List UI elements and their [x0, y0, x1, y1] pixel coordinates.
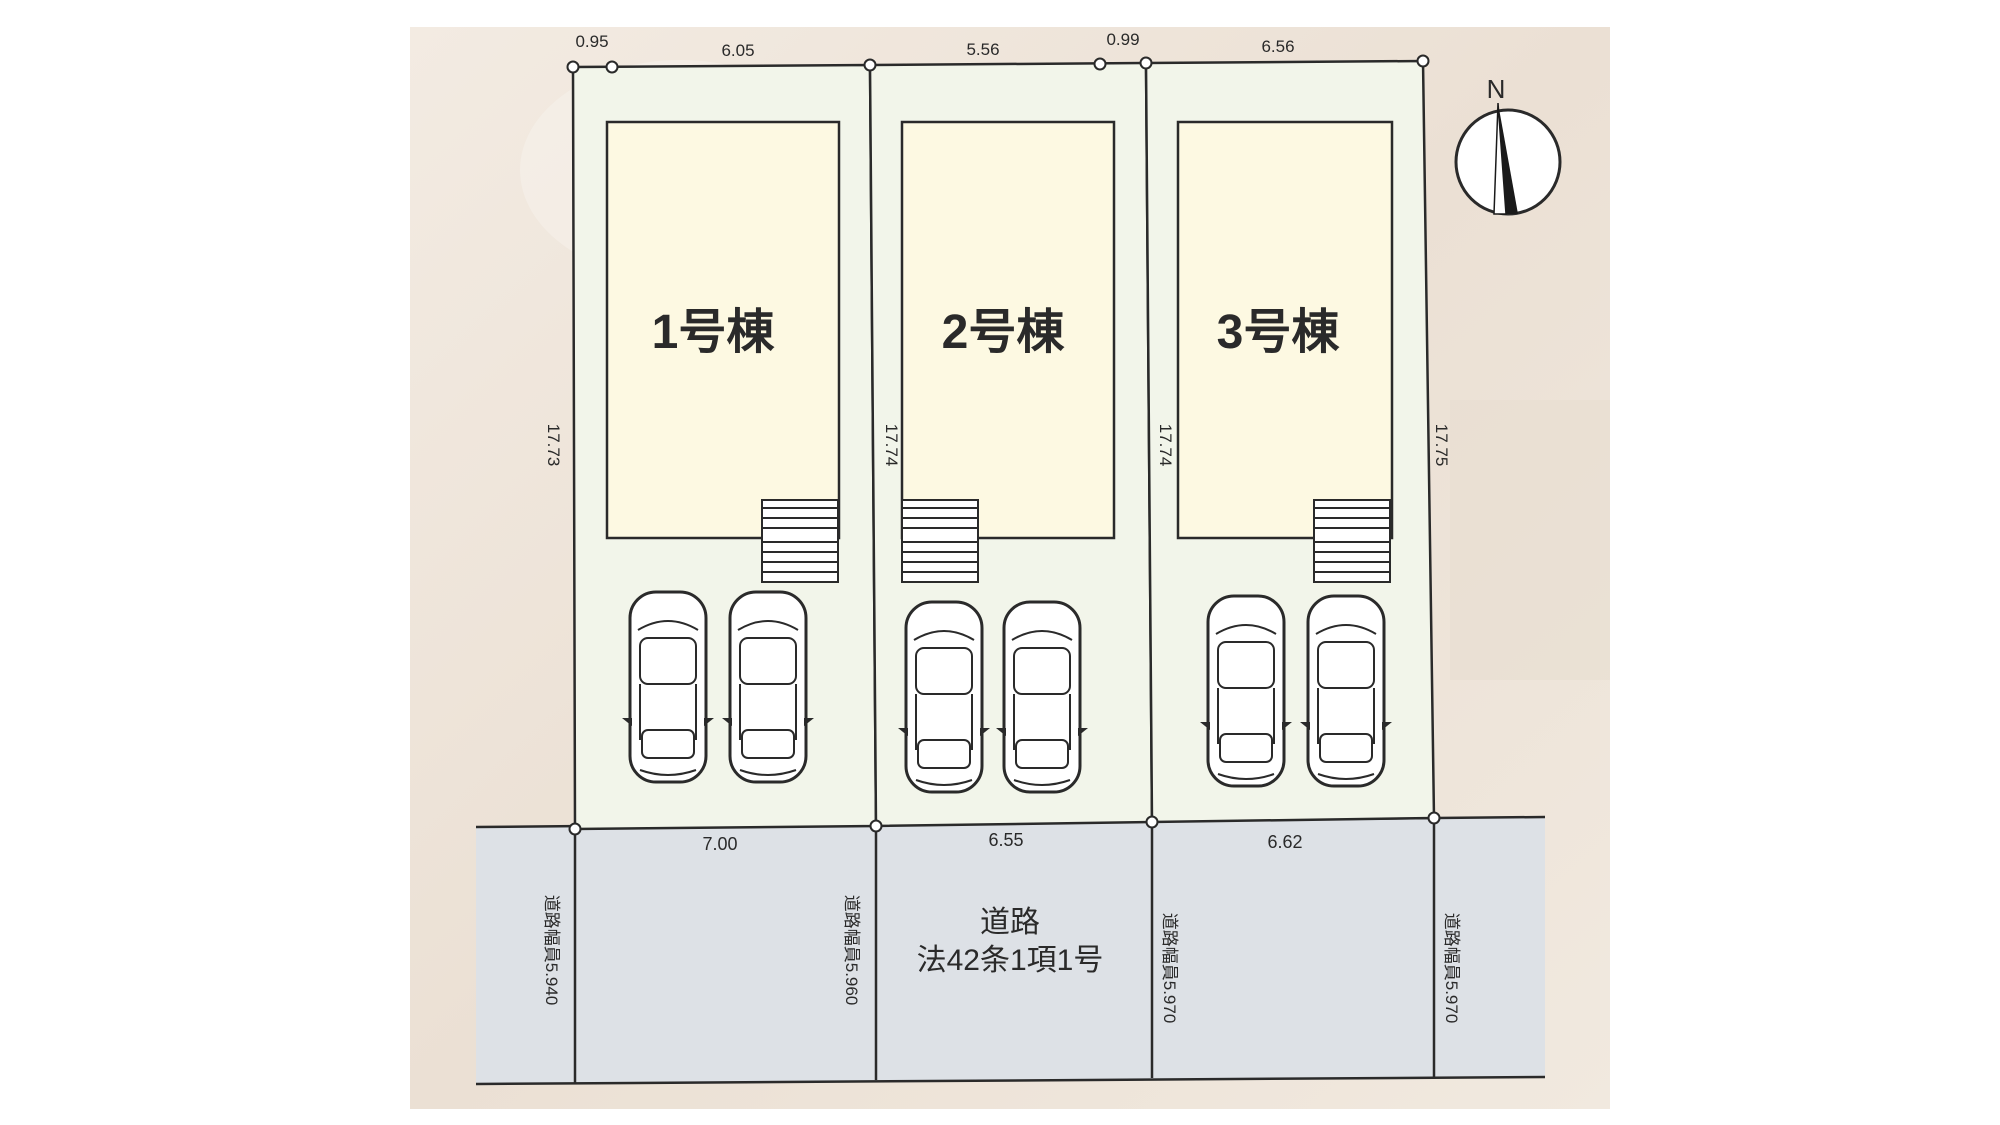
- depth-dim-lot-3: 17.74: [1156, 424, 1175, 467]
- car-icon: [1298, 594, 1394, 788]
- house-1-label: 1号棟: [652, 306, 776, 359]
- house-1-footprint: [605, 120, 841, 540]
- top-dim-4: 6.56: [1261, 37, 1294, 56]
- depth-dim-lot-1: 17.73: [544, 424, 563, 467]
- road-designation: 法42条1項1号: [917, 944, 1104, 977]
- entrance-steps-3: [1313, 499, 1391, 583]
- road-width-2: 道路幅員5.960: [842, 895, 861, 1006]
- entrance-steps-1: [761, 499, 839, 583]
- road-width-3: 道路幅員5.970: [1160, 913, 1179, 1024]
- top-dim-3: 0.99: [1106, 30, 1139, 49]
- north-compass-icon: N: [1454, 74, 1562, 216]
- car-icon: [620, 590, 716, 784]
- frontage-dim-2: 6.55: [988, 830, 1023, 850]
- compass-north-label: N: [1487, 74, 1506, 104]
- house-3-footprint: [1176, 120, 1394, 540]
- road-width-1: 道路幅員5.940: [542, 895, 561, 1006]
- frontage-dim-1: 7.00: [702, 834, 737, 854]
- boundary-markers: [566, 54, 1441, 836]
- background-decor: [1450, 400, 1610, 680]
- road-area: [476, 817, 1545, 1084]
- house-3-label: 3号棟: [1217, 306, 1341, 359]
- car-icon: [896, 600, 992, 794]
- road-width-4: 道路幅員5.970: [1442, 913, 1461, 1024]
- car-icon: [1198, 594, 1294, 788]
- top-dim-1: 6.05: [721, 41, 754, 60]
- entrance-steps-2: [901, 499, 979, 583]
- house-2-footprint: [900, 120, 1116, 540]
- top-dim-0: 0.95: [575, 32, 608, 51]
- house-2-label: 2号棟: [942, 306, 1066, 359]
- top-dim-2: 5.56: [966, 40, 999, 59]
- depth-dim-lot-3-right: 17.75: [1432, 424, 1451, 467]
- road-edge-bottom: [475, 1075, 1546, 1086]
- depth-dim-lot-2: 17.74: [882, 424, 901, 467]
- car-icon: [720, 590, 816, 784]
- car-icon: [994, 600, 1090, 794]
- road-label: 道路: [980, 906, 1040, 939]
- frontage-dim-3: 6.62: [1267, 832, 1302, 852]
